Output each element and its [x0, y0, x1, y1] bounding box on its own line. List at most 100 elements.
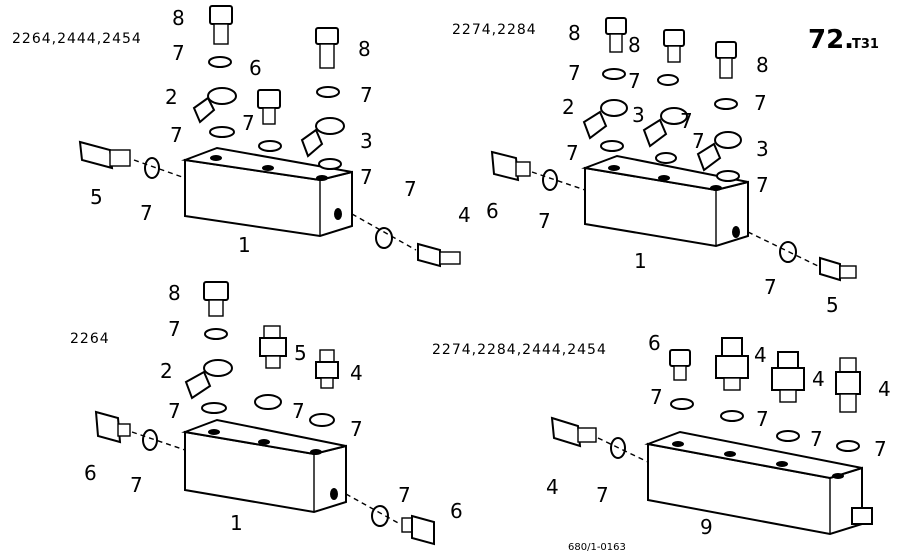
seal-ring-icon [254, 394, 282, 410]
part-label: 1 [634, 249, 647, 273]
part-label: 7 [754, 91, 767, 115]
part-label: 8 [756, 53, 769, 77]
part-label: 7 [172, 41, 185, 65]
plug-icon [401, 514, 435, 546]
banjo-fitting-icon [184, 359, 233, 400]
banjo-bolt-icon [315, 27, 339, 69]
group-bottom-left: 8 7 5 4 2 7 7 7 6 7 1 7 6 [84, 281, 463, 546]
part-label: 2 [160, 359, 173, 383]
seal-ring-icon [209, 126, 235, 138]
part-label: 7 [292, 399, 305, 423]
part-label: 8 [628, 33, 641, 57]
part-label: 3 [632, 103, 645, 127]
part-label: 7 [168, 317, 181, 341]
banjo-bolt-icon [203, 281, 229, 317]
part-label: 6 [249, 56, 262, 80]
seal-ring-icon [258, 140, 282, 152]
banjo-fitting-icon [642, 107, 688, 148]
seal-ring-icon [316, 86, 340, 98]
group-bottom-right: 6 4 4 4 7 7 7 7 4 7 9 [546, 331, 891, 539]
union-fitting-icon [259, 325, 287, 369]
part-label: 5 [294, 341, 307, 365]
group-top-left: 8 7 2 7 6 7 8 7 3 7 5 7 1 7 4 [78, 5, 471, 268]
part-label: 7 [764, 275, 777, 299]
part-label: 4 [878, 377, 891, 401]
part-label: 7 [810, 427, 823, 451]
part-label: 7 [874, 437, 887, 461]
union-fitting-icon [835, 357, 861, 413]
group-top-right: 8 8 8 7 7 7 2 3 7 7 7 3 7 6 7 1 7 5 [486, 17, 857, 317]
union-fitting-icon [715, 337, 749, 391]
part-label: 6 [648, 331, 661, 355]
part-label: 4 [546, 475, 559, 499]
part-label: 7 [398, 483, 411, 507]
part-label: 4 [458, 203, 471, 227]
seal-ring-icon [204, 328, 228, 340]
seal-ring-icon [779, 241, 797, 263]
model-label-bottom-left: 2264 [70, 331, 110, 347]
part-label: 4 [350, 361, 363, 385]
model-label-bottom-right: 2274,2284,2444,2454 [432, 342, 607, 358]
part-label: 7 [168, 399, 181, 423]
part-label: 2 [562, 95, 575, 119]
seal-ring-icon [602, 68, 626, 80]
manifold-block [644, 430, 863, 536]
seal-ring-icon [375, 227, 393, 249]
part-label: 6 [450, 499, 463, 523]
part-label: 7 [350, 417, 363, 441]
banjo-fitting-icon [696, 131, 742, 172]
seal-ring-icon [318, 158, 342, 170]
part-label: 1 [238, 233, 251, 257]
banjo-bolt-icon [715, 41, 737, 79]
seal-ring-icon [776, 430, 800, 442]
plug-icon [257, 89, 281, 125]
part-label: 8 [168, 281, 181, 305]
part-label: 9 [700, 515, 713, 539]
manifold-block [581, 154, 749, 248]
part-label: 7 [538, 209, 551, 233]
union-fitting-icon [78, 140, 131, 170]
part-label: 7 [756, 407, 769, 431]
part-label: 3 [756, 137, 769, 161]
seal-ring-icon [670, 398, 694, 410]
part-label: 7 [130, 473, 143, 497]
part-label: 7 [360, 83, 373, 107]
union-fitting-icon [315, 349, 339, 389]
plug-icon [94, 410, 131, 444]
seal-ring-icon [716, 170, 740, 182]
union-fitting-icon [550, 416, 597, 448]
part-label: 7 [650, 385, 663, 409]
part-label: 7 [140, 201, 153, 225]
banjo-bolt-icon [209, 5, 233, 45]
part-label: 3 [360, 129, 373, 153]
model-label-top-left: 2264,2444,2454 [12, 31, 142, 47]
union-fitting-icon [851, 507, 873, 525]
seal-ring-icon [720, 410, 744, 422]
seal-ring-icon [208, 56, 232, 68]
part-label: 7 [692, 129, 705, 153]
part-label: 7 [242, 111, 255, 135]
part-label: 7 [568, 61, 581, 85]
part-label: 2 [165, 85, 178, 109]
banjo-fitting-icon [192, 87, 237, 124]
seal-ring-icon [142, 429, 158, 451]
page-number: 72. [808, 25, 854, 55]
part-label: 7 [566, 141, 579, 165]
manifold-block [181, 146, 353, 238]
banjo-fitting-icon [300, 117, 345, 158]
part-label: 8 [568, 21, 581, 45]
seal-ring-icon [201, 402, 227, 414]
drawing-code: 680/1-0163 [568, 542, 626, 553]
banjo-fitting-icon [582, 99, 628, 140]
seal-ring-icon [836, 440, 860, 452]
seal-ring-icon [371, 505, 389, 527]
part-label: 7 [170, 123, 183, 147]
banjo-bolt-icon [663, 29, 685, 63]
part-label: 4 [754, 343, 767, 367]
part-label: 1 [230, 511, 243, 535]
seal-ring-icon [657, 74, 679, 86]
plug-icon [490, 150, 531, 182]
part-label: 8 [358, 37, 371, 61]
seal-ring-icon [542, 169, 558, 191]
